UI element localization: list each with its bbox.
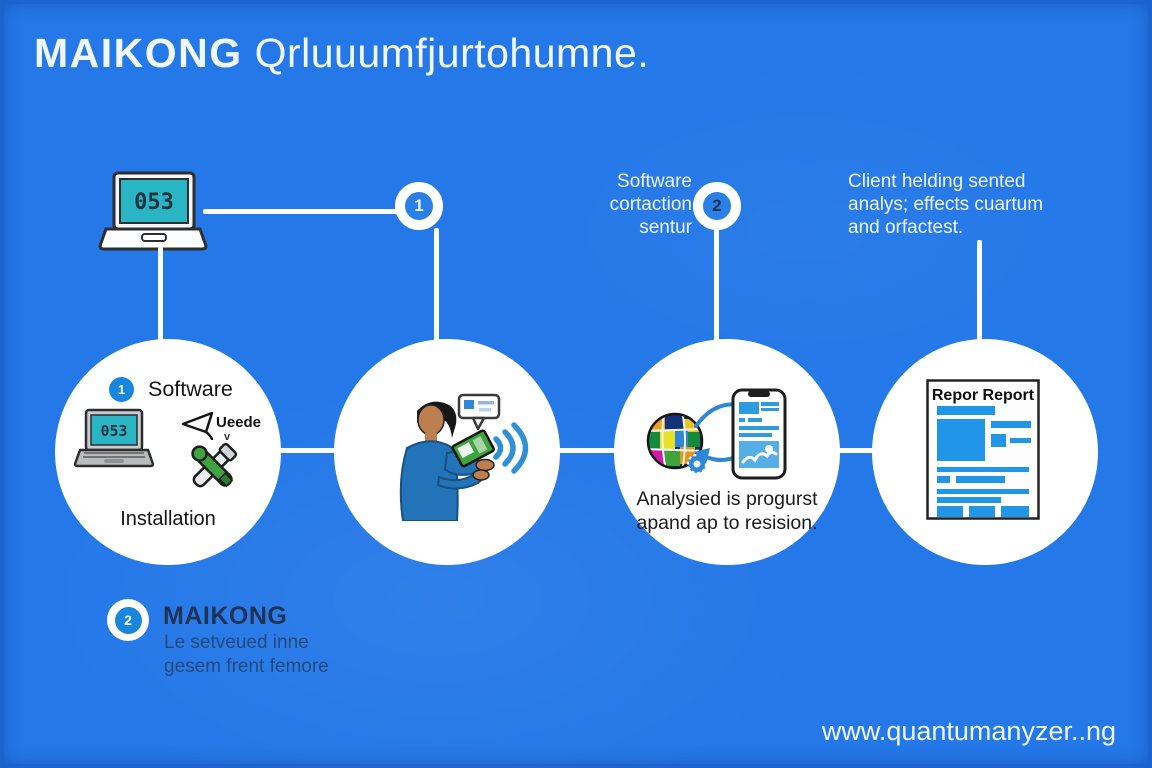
- annotation-line: Software: [617, 171, 692, 192]
- report-title: Repor Report: [932, 387, 1035, 404]
- connector-note-circle4: [977, 240, 982, 342]
- wifi-icon: [493, 422, 529, 474]
- device-icon: [451, 429, 495, 468]
- connector-ring1-circle2: [434, 228, 439, 342]
- globe-chart-icon: [646, 412, 707, 474]
- connector-circle3-circle4: [838, 448, 876, 453]
- laptop-screen-text: 053: [134, 190, 174, 215]
- step1-badge: 1: [109, 377, 134, 402]
- tools-icon: [191, 442, 238, 488]
- step1-laptop-icon: 053: [74, 408, 154, 468]
- connector-ring2-circle3: [714, 228, 719, 342]
- title-tagline: Qrluuumfjurtohumne.: [254, 30, 650, 76]
- brand-name: MAIKONG: [34, 30, 243, 76]
- step1-title: Software: [148, 377, 233, 401]
- step3-caption: Analysied is progurst apand ap to resisi…: [617, 487, 837, 535]
- step1-badge-number: 1: [117, 382, 126, 397]
- annotation-line: analys; effects cuartum: [848, 194, 1044, 215]
- step3-caption-line: apand ap to resision.: [636, 512, 818, 534]
- cursor-sub-mark: v: [224, 431, 231, 443]
- annotation-line: cortaction: [609, 194, 692, 215]
- annotation-line: and orfactest.: [848, 217, 964, 238]
- speech-bubble-icon: [457, 393, 501, 431]
- laptop-icon: 053: [98, 171, 208, 251]
- step-marker-1-number: 1: [414, 196, 424, 215]
- step-marker-2: 2: [693, 182, 741, 230]
- connector-laptop-circle1: [158, 247, 163, 342]
- step1-caption: Installation: [120, 508, 216, 530]
- bottom-step-badge-inner: 2: [114, 606, 142, 634]
- cursor-icon: [182, 412, 214, 440]
- step3-caption-line: Analysied is progurst: [636, 488, 818, 510]
- page-title: MAIKONG Qrluuumfjurtohumne.: [34, 30, 649, 77]
- bottom-step-badge: 2: [107, 599, 149, 641]
- phone-icon: [731, 388, 787, 480]
- annotation-software-center: Software cortaction sentur: [572, 170, 692, 239]
- bottom-step-badge-number: 2: [124, 612, 132, 628]
- step1-laptop-screen-text: 053: [100, 422, 127, 440]
- annotation-line: Client helding sented: [848, 171, 1026, 192]
- bottom-description-line: Le setveued inne: [164, 632, 309, 653]
- connector-circle2-circle3: [558, 448, 618, 453]
- annotation-line: sentur: [639, 217, 692, 238]
- step-marker-2-number: 2: [712, 196, 722, 215]
- person-with-device-icon: [399, 393, 529, 521]
- bottom-description: Le setveued inne gesem frent femore: [164, 631, 329, 679]
- bottom-description-line: gesem frent femore: [164, 656, 329, 677]
- cursor-label: Ueede: [216, 414, 262, 431]
- connector-laptop-ring1: [203, 209, 399, 214]
- connector-circle1-circle2: [278, 448, 338, 453]
- annotation-client-note: Client helding sented analys; effects cu…: [848, 170, 1088, 239]
- website-url: www.quantumanyzer..ng: [821, 716, 1116, 746]
- step-marker-1: 1: [395, 182, 443, 230]
- report-document-icon: Repor Report: [926, 379, 1040, 520]
- bottom-brand: MAIKONG: [163, 602, 288, 630]
